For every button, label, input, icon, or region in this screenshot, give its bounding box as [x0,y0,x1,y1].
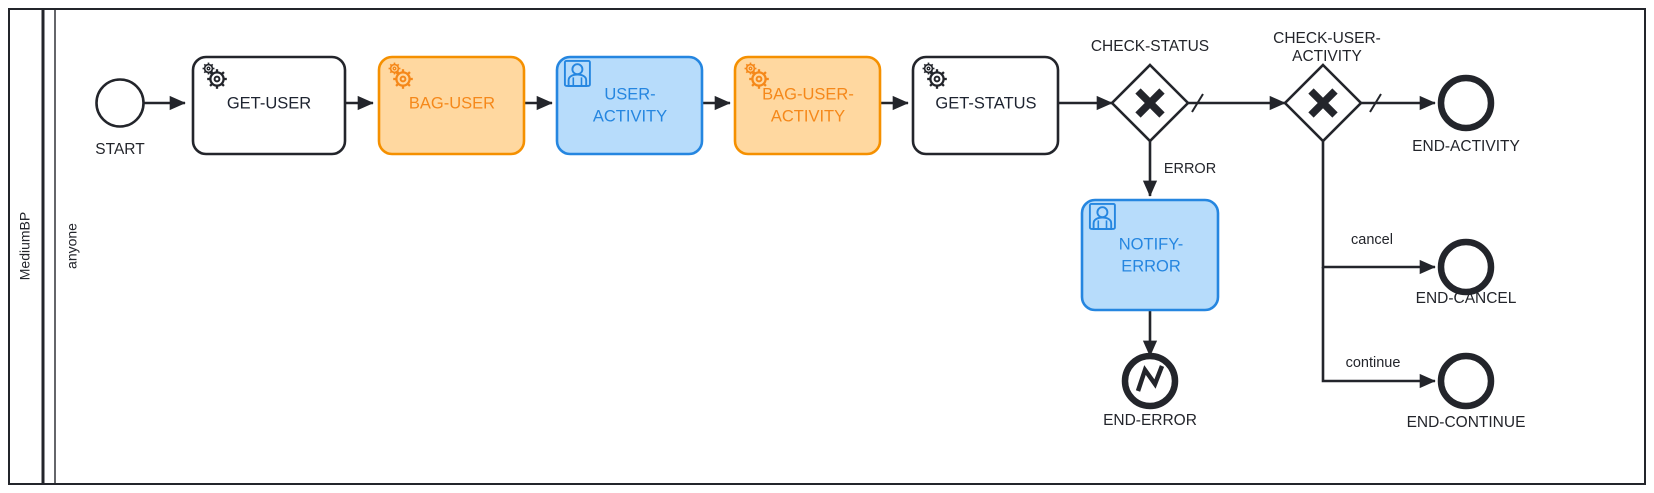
task-notify-error-box[interactable] [1080,198,1220,312]
task-get-user[interactable]: GET-USER [191,55,347,156]
event-end-continue[interactable]: END-CONTINUE [1407,352,1526,431]
flow-check-user-activity-to-end-cancel [1321,141,1436,275]
check-status-gateway-label: CHECK-STATUS [1091,38,1209,55]
task-user-activity[interactable]: USER- ACTIVITY [555,55,704,156]
flow-label-cancel: cancel [1351,232,1393,248]
task-notify-error-label-line1: NOTIFY- [1119,235,1183,253]
check-user-activity-gateway-label-line2: ACTIVITY [1292,48,1362,65]
task-notify-error[interactable]: NOTIFY- ERROR [1080,198,1220,312]
task-get-user-box[interactable] [191,55,347,156]
task-bag-user-activity-box[interactable] [733,55,882,156]
event-start[interactable]: START [95,78,145,159]
task-notify-error-label-line2: ERROR [1121,257,1181,275]
end-cancel-label: END-CANCEL [1416,290,1517,307]
task-bag-user-activity[interactable]: BAG-USER- ACTIVITY [733,55,882,156]
task-get-status-box[interactable] [911,55,1060,156]
task-user-activity-label-line2: ACTIVITY [593,107,667,125]
exclusive-x-icon [1135,88,1165,118]
sequence-flows: ERROR cancel continue [144,93,1436,389]
check-user-activity-gateway-label-line1: CHECK-USER- [1273,30,1381,47]
event-end-error[interactable]: END-ERROR [1103,352,1197,429]
gateway-check-status[interactable]: CHECK-STATUS [1091,38,1209,143]
end-cancel-circle[interactable] [1437,238,1495,296]
event-end-cancel[interactable]: END-CANCEL [1416,238,1517,307]
start-event-circle[interactable] [95,78,145,128]
task-get-user-label: GET-USER [227,94,311,112]
end-error-circle[interactable] [1121,352,1179,410]
event-end-activity[interactable]: END-ACTIVITY [1412,74,1520,155]
pool-name-label: MediumBP [17,212,33,280]
end-continue-circle[interactable] [1437,352,1495,410]
end-activity-label: END-ACTIVITY [1412,138,1520,155]
task-get-status-label: GET-STATUS [935,94,1036,112]
task-bag-user[interactable]: BAG-USER [377,55,526,156]
end-error-label: END-ERROR [1103,412,1197,429]
task-bag-user-activity-label-line2: ACTIVITY [771,107,845,125]
task-user-activity-label-line1: USER- [604,85,655,103]
gateway-check-user-activity[interactable]: CHECK-USER- ACTIVITY [1273,30,1381,143]
default-flow-tick-check-status [1191,93,1204,113]
pool-frame [8,8,1646,485]
error-bolt-icon [1135,365,1165,392]
end-continue-label: END-CONTINUE [1407,414,1526,431]
task-bag-user-box[interactable] [377,55,526,156]
task-get-status[interactable]: GET-STATUS [911,55,1060,156]
start-event-label: START [95,141,145,158]
flow-check-user-activity-to-end-continue [1321,267,1436,389]
end-activity-circle[interactable] [1437,74,1495,132]
flow-label-error: ERROR [1164,161,1216,177]
default-flow-tick-check-user-activity [1369,93,1382,113]
task-bag-user-activity-label-line1: BAG-USER- [762,85,854,103]
lane-name-label: anyone [64,223,80,269]
task-bag-user-label: BAG-USER [409,94,495,112]
flow-label-continue: continue [1346,355,1401,371]
pool-outer-border [8,8,1646,485]
task-user-activity-box[interactable] [555,55,704,156]
exclusive-x-icon [1308,88,1338,118]
